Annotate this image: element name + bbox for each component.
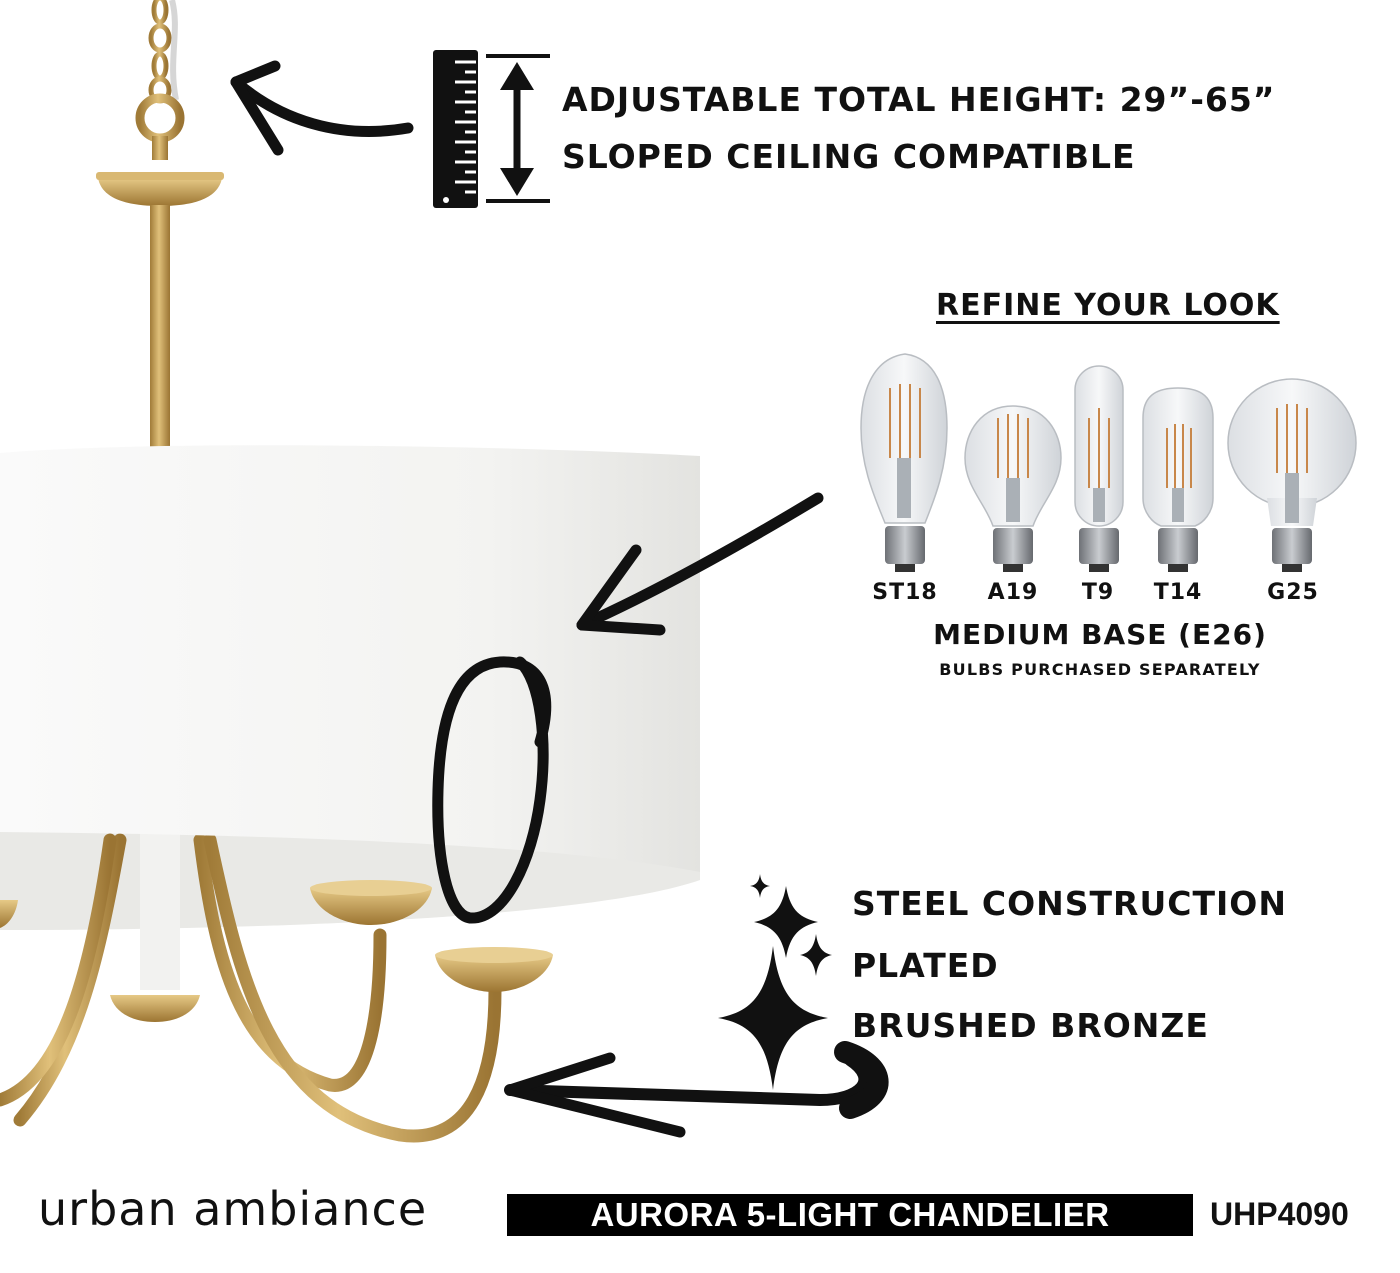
brand-logo-text: urban ambiance: [38, 1182, 428, 1236]
canopy-cup: [98, 178, 222, 206]
bulb-g25-icon: [1227, 378, 1357, 572]
arrow-to-arms-icon: [504, 1041, 889, 1138]
chandelier-arms: [0, 823, 502, 1167]
base-type-label: MEDIUM BASE (E26): [933, 618, 1267, 651]
bulb-label-g25: G25: [1267, 580, 1319, 605]
drum-shade: [0, 445, 700, 872]
arrow-to-chain-icon: [230, 60, 414, 156]
candle-cups: [0, 880, 553, 1022]
bulb-label-st18: ST18: [872, 580, 938, 605]
product-name-bar: AURORA 5-LIGHT CHANDELIER: [507, 1194, 1193, 1236]
sparkle-icon: [718, 874, 832, 1090]
plated-label: PLATED: [852, 946, 999, 985]
chain: [148, 0, 172, 104]
wire: [169, 0, 179, 101]
bulb-t14-icon: [1142, 387, 1214, 572]
brushed-bronze-label: BRUSHED BRONZE: [852, 1006, 1209, 1045]
bulb-options: [860, 353, 1357, 572]
arrow-to-shade-icon: [576, 492, 824, 636]
bulb-label-t9: T9: [1081, 580, 1115, 605]
bulb-t9-icon: [1074, 365, 1124, 572]
height-feature-label: ADJUSTABLE TOTAL HEIGHT: 29”-65”: [562, 80, 1276, 119]
ruler-height-icon: [433, 50, 550, 208]
bulb-st18-icon: [860, 353, 948, 572]
product-sku: UHP4090: [1210, 1196, 1349, 1232]
bulb-label-t14: T14: [1153, 580, 1203, 605]
circle-scribble-icon: [432, 656, 552, 924]
bulb-a19-icon: [964, 405, 1062, 572]
bulbs-sold-separately-note: BULBS PURCHASED SEPARATELY: [939, 660, 1261, 679]
refine-title: REFINE YOUR LOOK: [936, 288, 1280, 323]
sloped-ceiling-label: SLOPED CEILING COMPATIBLE: [562, 137, 1136, 176]
bulb-label-a19: A19: [987, 580, 1039, 605]
stem-rod: [150, 205, 170, 460]
steel-construction-label: STEEL CONSTRUCTION: [852, 884, 1287, 923]
